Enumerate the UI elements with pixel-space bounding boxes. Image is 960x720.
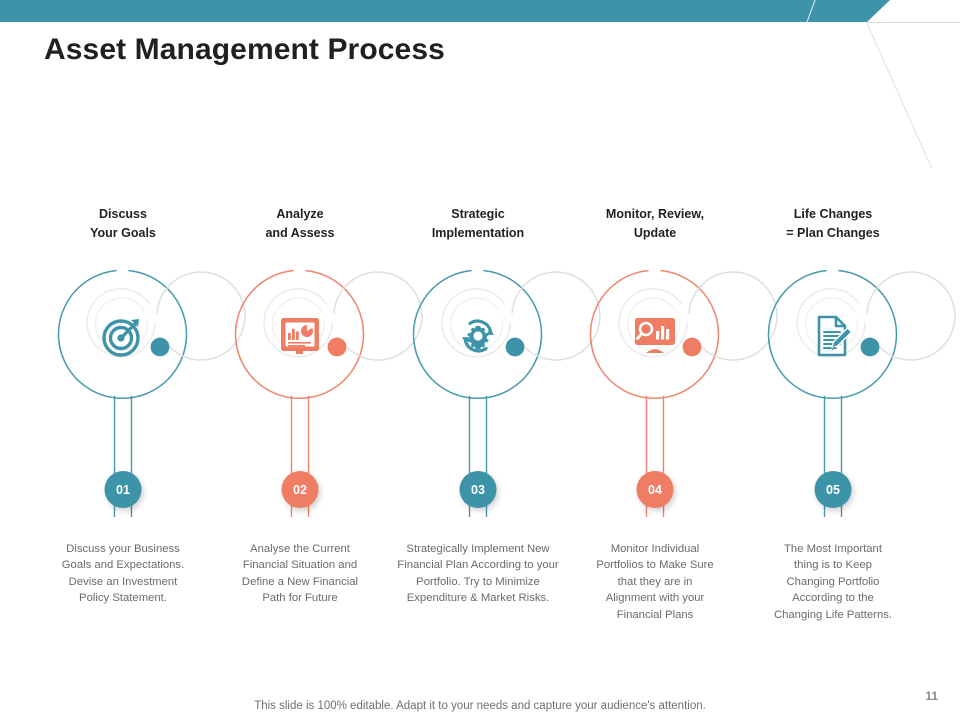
step-number-badge[interactable]: 05	[814, 471, 852, 508]
step-description: Analyse the Current Financial Situation …	[241, 543, 359, 605]
monitor-analysis-icon	[632, 313, 678, 359]
step-number-badge[interactable]: 04	[636, 471, 674, 508]
gear-cycle-icon	[455, 313, 501, 359]
page-number: 11	[925, 689, 938, 703]
step-number-badge[interactable]: 02	[281, 471, 319, 508]
step-ring-graphic	[56, 267, 246, 517]
step-heading: Life Changes = Plan Changes	[786, 207, 880, 240]
step-description: Monitor Individual Portfolios to Make Su…	[596, 543, 714, 621]
document-pen-icon	[810, 313, 856, 359]
step-heading: Strategic Implementation	[431, 207, 525, 240]
step-description: Strategically Implement New Financial Pl…	[397, 543, 559, 605]
report-chart-icon	[277, 313, 323, 359]
page-title: Asset Management Process	[44, 33, 445, 66]
step-description: Discuss your Business Goals and Expectat…	[61, 543, 185, 605]
step-description: The Most Important thing is to Keep Chan…	[773, 543, 893, 621]
target-arrow-icon	[100, 313, 146, 359]
step-number-badge[interactable]: 01	[104, 471, 142, 508]
header-notch-decoration	[796, 0, 836, 22]
header-diagonal-rule	[866, 21, 932, 169]
step-heading: Analyze and Assess	[265, 207, 335, 240]
step-ring-graphic	[588, 267, 778, 517]
step-number-badge[interactable]: 03	[459, 471, 497, 508]
step-heading: Monitor, Review, Update	[605, 207, 705, 240]
footer-note: This slide is 100% editable. Adapt it to…	[254, 700, 706, 712]
step-heading: Discuss Your Goals	[90, 207, 156, 240]
header-horizontal-rule	[866, 22, 960, 23]
header-accent-bar	[0, 0, 890, 22]
